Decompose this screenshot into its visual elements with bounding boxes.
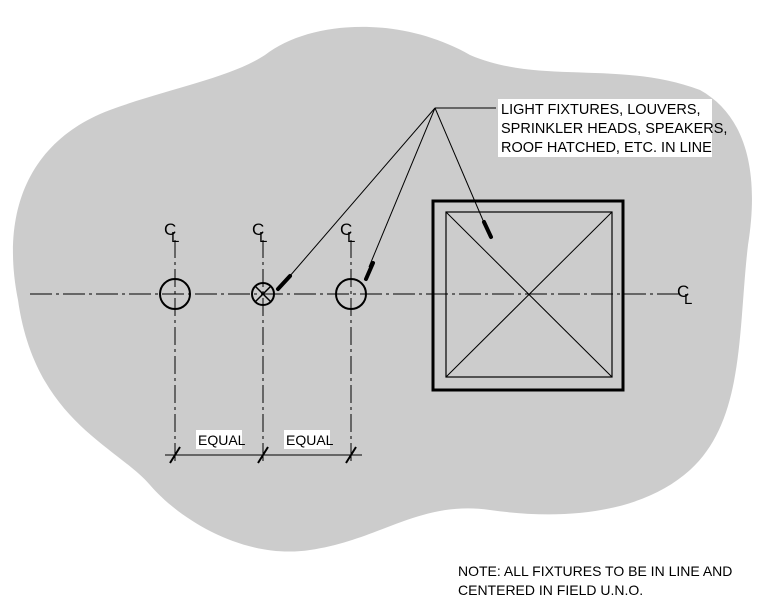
centerline-c: C bbox=[340, 220, 352, 239]
centerline-l: L bbox=[259, 229, 267, 246]
centerline-l: L bbox=[684, 291, 692, 308]
dimension-string: EQUAL EQUAL bbox=[165, 430, 362, 464]
centerline-symbol-1: C L bbox=[164, 220, 179, 246]
centerline-c: C bbox=[252, 220, 264, 239]
centerline-l: L bbox=[171, 229, 179, 246]
dimension-label-right: EQUAL bbox=[286, 432, 334, 448]
centerline-l: L bbox=[347, 229, 355, 246]
callout-line-3: ROOF HATCHED, ETC. IN LINE bbox=[501, 140, 712, 156]
centerline-symbol-end: C L bbox=[677, 282, 692, 308]
note-line-2: CENTERED IN FIELD U.N.O. bbox=[458, 582, 643, 598]
centerline-c: C bbox=[164, 220, 176, 239]
note-line-1: NOTE: ALL FIXTURES TO BE IN LINE AND bbox=[458, 563, 732, 579]
callout-leaders bbox=[276, 107, 496, 291]
centerline-symbol-3: C L bbox=[340, 220, 355, 246]
centerline-c: C bbox=[677, 282, 689, 301]
ceiling-field-area bbox=[12, 26, 752, 552]
callout-line-2: SPRINKLER HEADS, SPEAKERS, bbox=[501, 121, 727, 137]
dimension-label-left: EQUAL bbox=[198, 432, 246, 448]
fixture-circle-3 bbox=[335, 278, 367, 310]
fixture-circle-crossed bbox=[251, 282, 275, 306]
callout-line-1: LIGHT FIXTURES, LOUVERS, bbox=[501, 102, 701, 118]
fixture-circle-1 bbox=[159, 278, 191, 310]
roof-hatch bbox=[431, 199, 625, 392]
general-note: NOTE: ALL FIXTURES TO BE IN LINE AND CEN… bbox=[458, 563, 732, 598]
callout-label: LIGHT FIXTURES, LOUVERS, SPRINKLER HEADS… bbox=[498, 99, 727, 157]
centerline-symbol-2: C L bbox=[252, 220, 267, 246]
